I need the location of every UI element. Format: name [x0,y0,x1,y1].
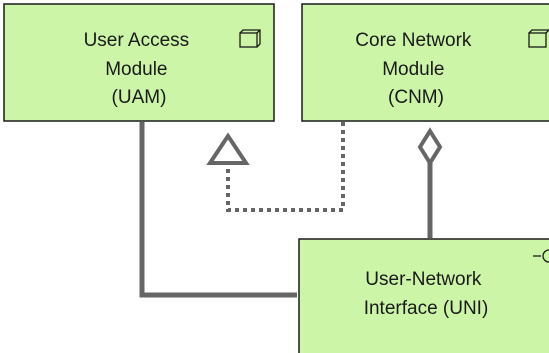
node-uam[interactable]: User Access Module (UAM) [3,3,275,122]
interface-lollipop-icon [533,249,549,263]
node-uni-line-1: User-Network [365,269,482,290]
realization-arrowhead-icon [206,132,250,165]
component-cube-icon [239,29,261,48]
node-uni-box [298,238,549,353]
node-uam-line-2: Module [105,59,167,80]
node-uam-box [3,3,275,122]
svg-text:Core Network Module: Core Network Module (CNM) [355,30,476,108]
realization-connector[interactable] [226,122,345,212]
node-cnm-line-3: (CNM) [388,87,444,108]
aggregation-diamond-icon [417,127,443,167]
svg-text:User Access Module: User Access Module (UAM) [84,30,195,108]
svg-text:User-Network Interface (: User-Network Interface (UNI) [364,269,489,319]
node-cnm-box [301,3,549,122]
node-uni[interactable]: User-Network Interface (UNI) [298,238,549,353]
association-connector[interactable] [139,122,297,298]
node-uni-line-2: Interface (UNI) [364,298,489,319]
node-uam-line-1: User Access [84,30,190,51]
node-cnm-line-1: Core Network [355,30,472,51]
node-cnm[interactable]: Core Network Module (CNM) [301,3,549,122]
node-uam-line-3: (UAM) [112,87,167,108]
component-cube-icon [528,29,549,48]
node-cnm-line-2: Module [382,59,444,80]
